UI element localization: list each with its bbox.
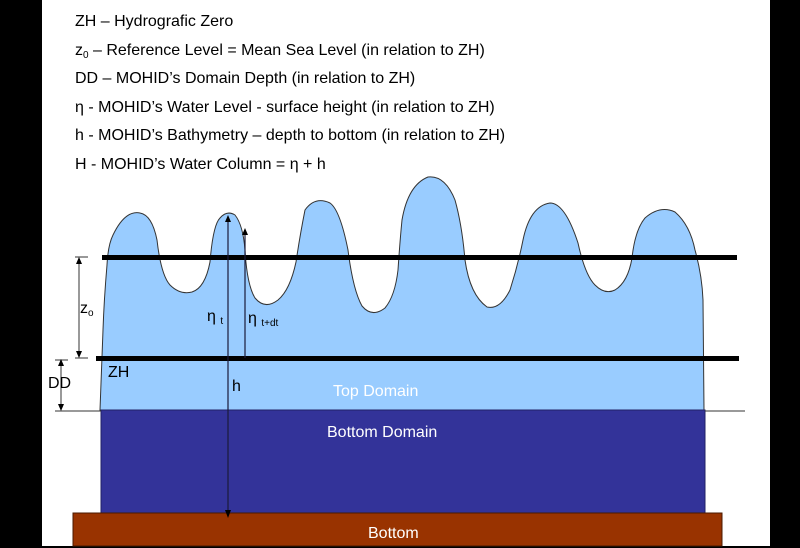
legend-item-water-column: H - MOHID’s Water Column = η + h [75,155,326,173]
dd-label: DD [48,375,72,392]
water-surface-area [99,176,705,411]
reference-level-line [102,255,737,260]
eta-t-label: η t [207,308,224,327]
bottom-label: Bottom [368,525,419,542]
top-domain-label: Top Domain [333,383,419,400]
eta-tdt-label: η t+dt [248,310,279,329]
legend: ZH – Hydrografic Zero z0 – Reference Lev… [75,8,505,180]
legend-item-dd: DD – MOHID’s Domain Depth (in relation t… [75,70,416,88]
z0-label: zo [80,300,94,319]
h-label: h [232,378,241,395]
zh-label: ZH [108,364,130,381]
bottom-domain-block [100,409,706,514]
bottom-domain-label: Bottom Domain [327,424,438,441]
bottom-block [72,512,723,547]
legend-item-h: h - MOHID’s Bathymetry – depth to bottom… [75,127,506,145]
legend-item-z0: z0 – Reference Level = Mean Sea Level (i… [75,41,485,61]
zh-line [96,356,739,361]
legend-item-eta: η - MOHID’s Water Level - surface height… [75,98,495,116]
legend-item-zh: ZH – Hydrografic Zero [75,13,234,30]
